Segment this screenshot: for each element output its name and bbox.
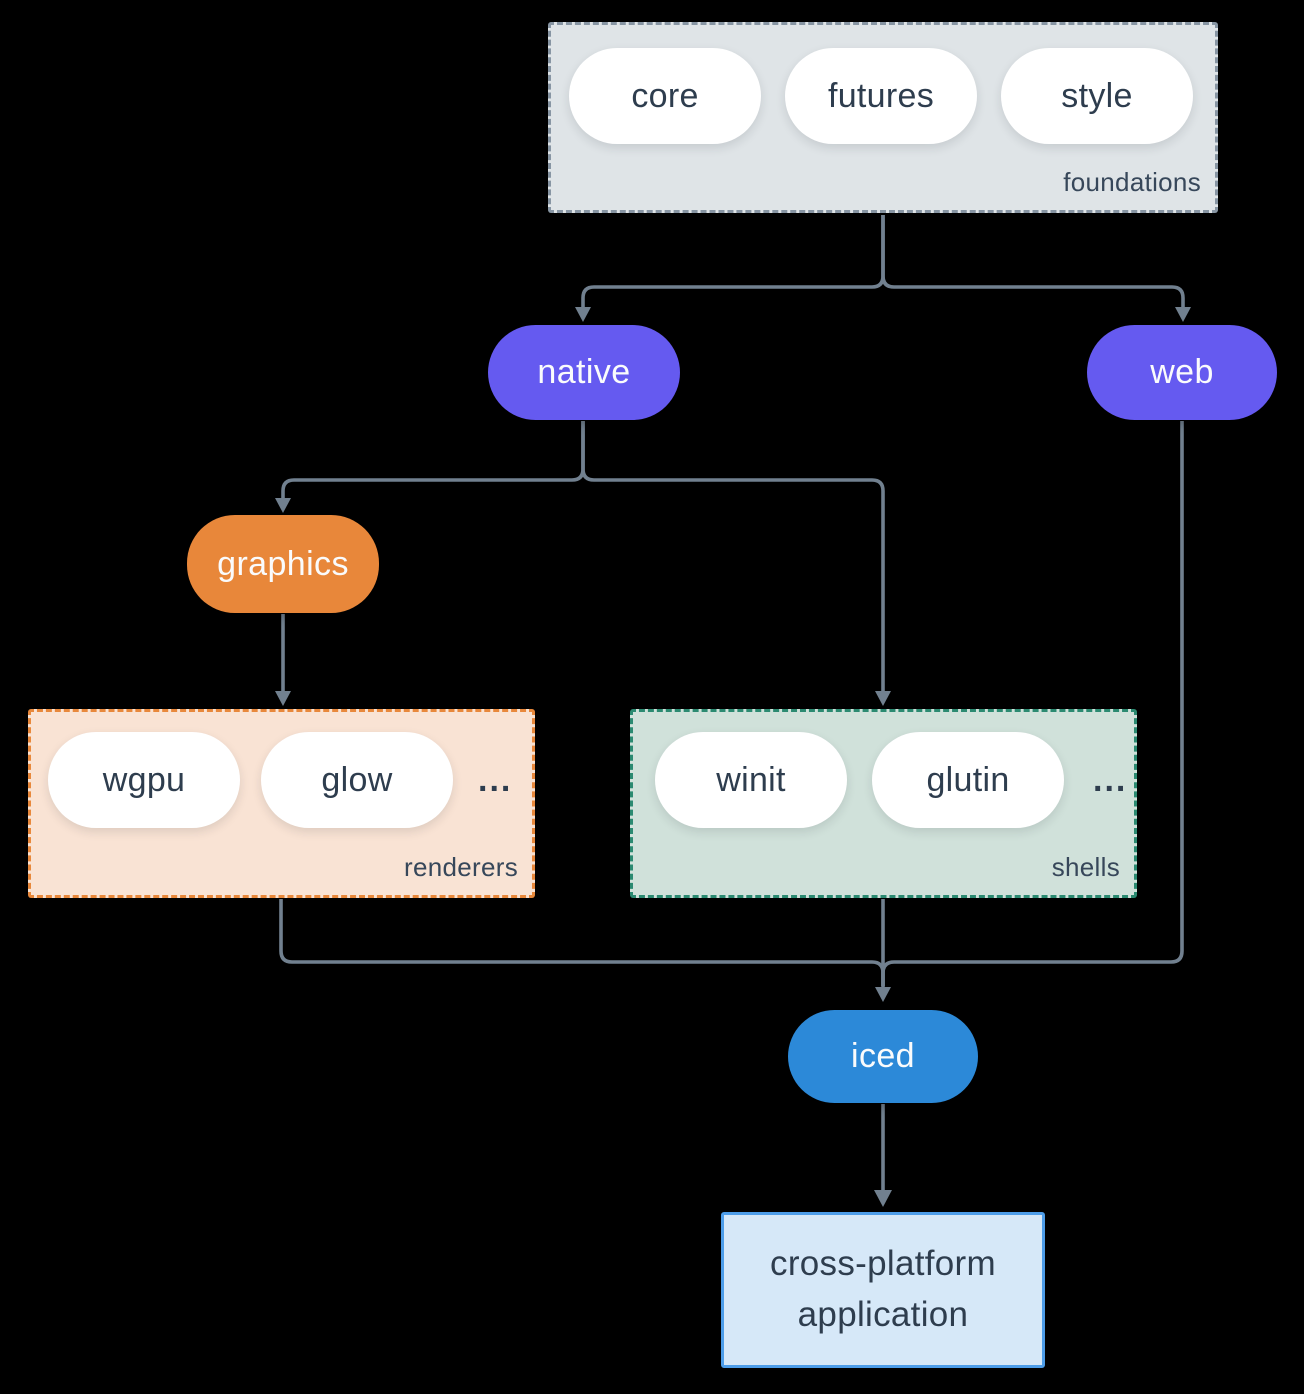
node-native: native: [488, 325, 680, 420]
pill-core: core: [569, 48, 761, 144]
pill-futures: futures: [785, 48, 977, 144]
foundations-group-label: foundations: [1063, 167, 1201, 197]
arrowhead-application: [874, 1190, 892, 1207]
edge-native-shells: [581, 421, 885, 692]
arrowhead-iced: [875, 987, 891, 1002]
shells-ellipsis: ...: [1093, 760, 1128, 799]
pill-glow: glow: [261, 732, 453, 828]
renderers-group-label: renderers: [404, 852, 518, 882]
pill-glutin: glutin: [872, 732, 1064, 828]
arrowhead-native: [575, 307, 591, 322]
shells-pills-row: winit glutin ...: [655, 732, 1127, 828]
shells-group: winit glutin ... shells: [630, 709, 1137, 898]
node-graphics: graphics: [187, 515, 379, 613]
edge-native-graphics: [281, 421, 585, 499]
edge-renderers-iced: [279, 899, 885, 986]
node-web: web: [1087, 325, 1277, 420]
arrowhead-graphics: [275, 498, 291, 513]
renderers-ellipsis: ...: [478, 760, 513, 799]
foundations-group: core futures style foundations: [548, 22, 1218, 213]
node-iced-label: iced: [851, 1037, 915, 1075]
renderers-pills-row: wgpu glow ...: [48, 732, 512, 828]
application-label-line1: cross-platform: [770, 1244, 996, 1284]
arrowhead-web: [1175, 307, 1191, 322]
pill-style-label: style: [1061, 76, 1133, 115]
pill-futures-label: futures: [827, 76, 935, 115]
pill-wgpu-label: wgpu: [102, 760, 186, 799]
edge-foundations-native: [581, 215, 885, 308]
application-box: cross-platform application: [721, 1212, 1045, 1368]
application-label-line2: application: [797, 1295, 969, 1334]
pill-style: style: [1001, 48, 1193, 144]
pill-glutin-label: glutin: [926, 760, 1010, 799]
node-graphics-label: graphics: [217, 544, 349, 583]
pill-core-label: core: [631, 76, 699, 115]
pill-winit: winit: [655, 732, 847, 828]
arrowhead-renderers: [275, 691, 291, 706]
node-iced: iced: [788, 1010, 978, 1103]
renderers-group: wgpu glow ... renderers: [28, 709, 535, 898]
pill-glow-label: glow: [321, 760, 393, 799]
foundations-pills-row: core futures style: [569, 48, 1193, 144]
node-native-label: native: [537, 353, 631, 391]
node-web-label: web: [1150, 353, 1214, 391]
pill-winit-label: winit: [716, 760, 786, 799]
shells-group-label: shells: [1051, 852, 1120, 882]
pill-wgpu: wgpu: [48, 732, 240, 828]
arrowhead-shells: [875, 691, 891, 706]
edge-foundations-web: [881, 215, 1185, 308]
edge-web-iced: [881, 421, 1184, 986]
